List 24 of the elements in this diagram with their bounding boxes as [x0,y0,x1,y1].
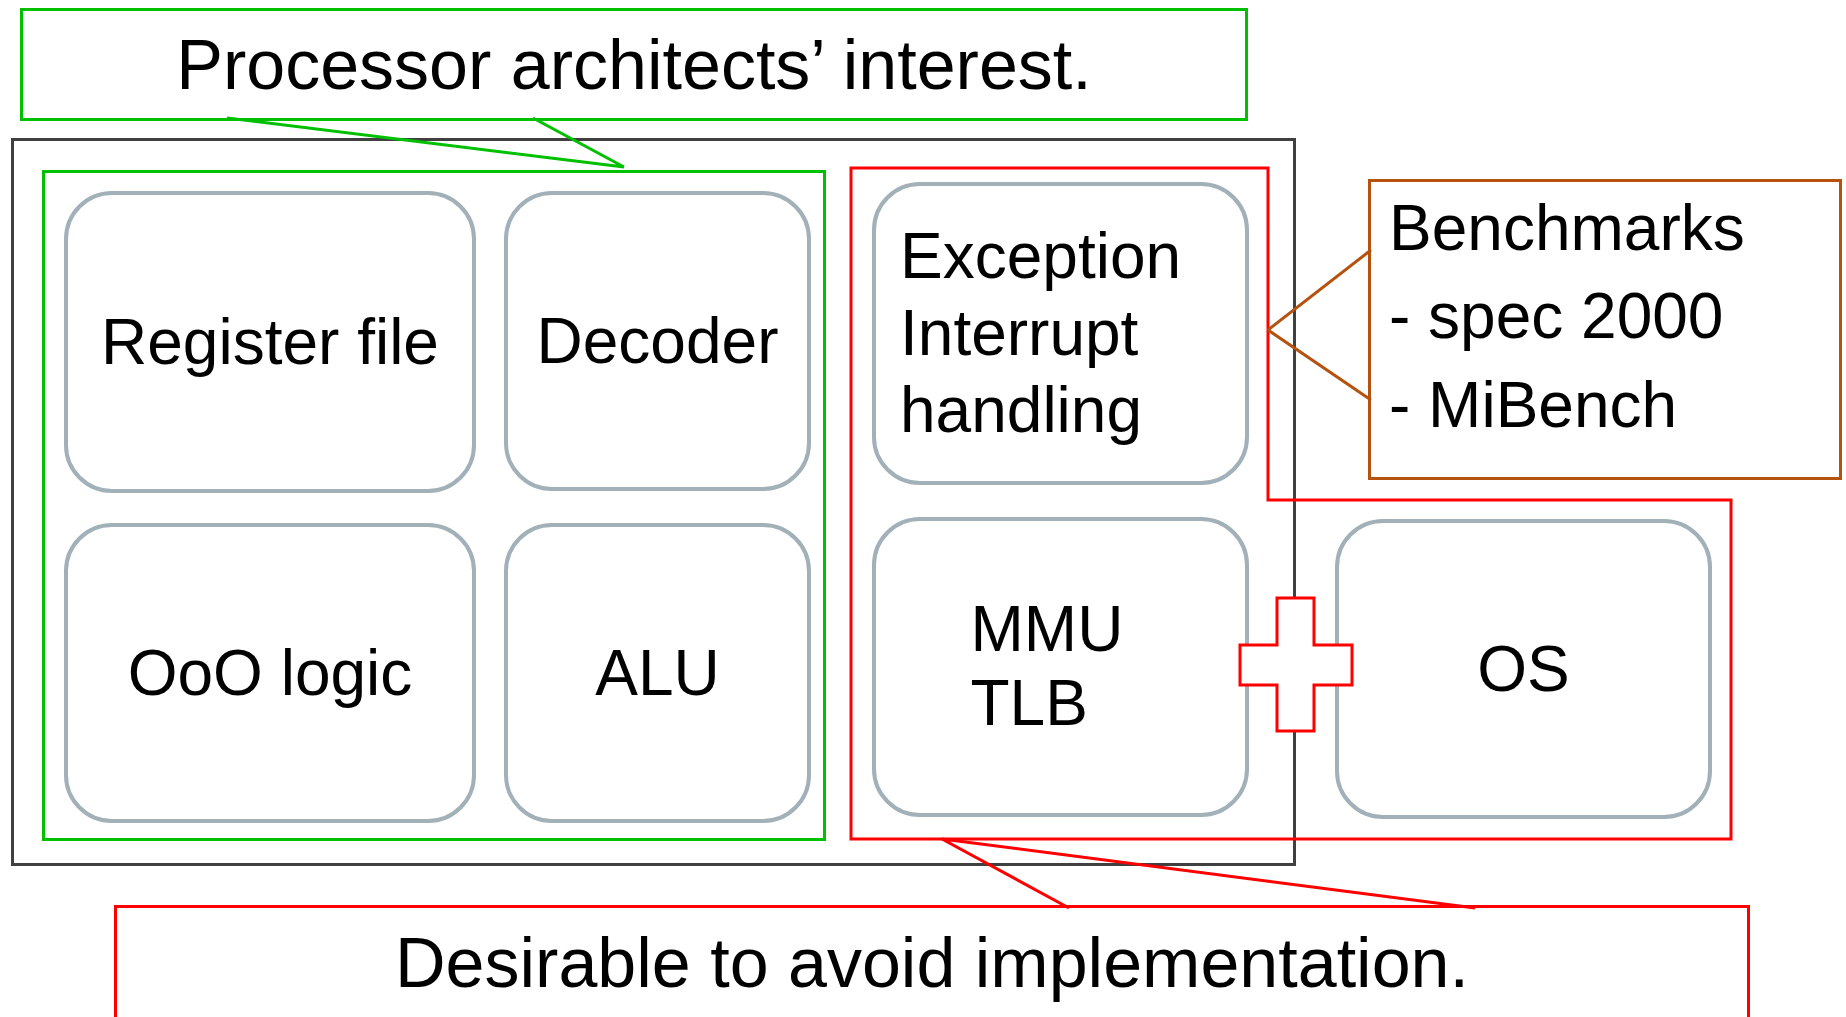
callout-box [114,905,1750,1017]
callout-box [20,8,1248,121]
box-label: OoO logic [127,636,413,711]
callout-text: Benchmarks [1389,191,1745,266]
callout-pointer [940,837,1477,910]
box-label: OS [1477,632,1570,707]
component-box [872,182,1249,485]
component-box [64,191,476,493]
callout-pointer [1266,248,1373,402]
component-box [64,523,476,823]
group-box [42,170,826,841]
box-label: MMU TLB [970,593,1125,741]
component-box [504,191,811,491]
callout-pointer [225,116,626,169]
component-box [504,523,811,823]
box-label: ALU [595,636,720,711]
box-label: Decoder [536,304,779,379]
callout-text: Processor architects’ interest. [176,29,1092,100]
box-label: Exception Interrupt handling [899,219,1183,448]
callout-text: - MiBench [1389,367,1679,443]
frame-box [11,138,1296,866]
box-label: Register file [101,305,439,380]
callout-text: - spec 2000 [1389,279,1725,355]
callout-box [1368,179,1842,480]
